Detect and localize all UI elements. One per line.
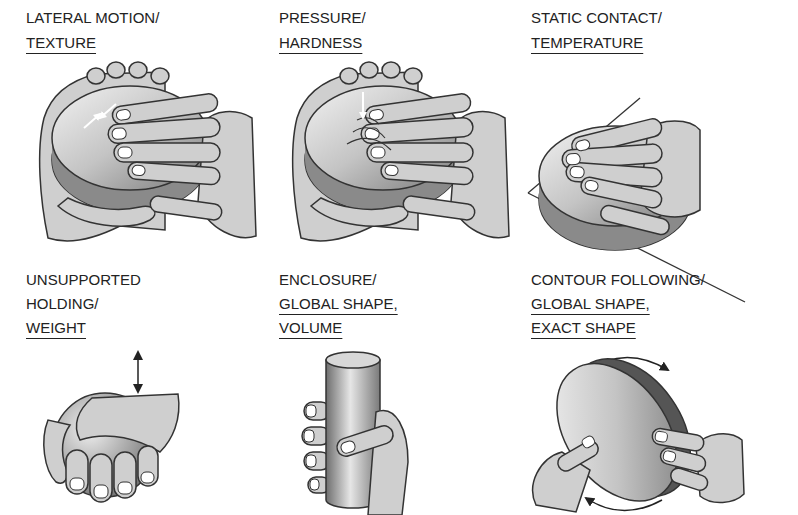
- property-label: GLOBAL SHAPE, VOLUME: [279, 292, 419, 340]
- procedure-label: ENCLOSURE/: [279, 268, 377, 292]
- procedure-label: CONTOUR FOLLOWING/: [531, 268, 705, 292]
- property-label: TEMPERATURE: [531, 31, 643, 55]
- property-label: GLOBAL SHAPE, EXACT SHAPE: [531, 292, 671, 340]
- procedure-label: STATIC CONTACT/: [531, 6, 662, 30]
- pressure-hands: [293, 62, 509, 241]
- procedure-label: LATERAL MOTION/: [26, 6, 159, 30]
- static-contact-hand: [528, 98, 745, 302]
- holding-hand: [44, 352, 179, 502]
- property-label: WEIGHT: [26, 316, 86, 340]
- procedure-label: UNSUPPORTED HOLDING/: [26, 268, 166, 316]
- contour-hands: [532, 333, 744, 515]
- procedure-label: PRESSURE/: [279, 6, 366, 30]
- property-label: HARDNESS: [279, 31, 362, 55]
- enclosure-hand: [302, 352, 408, 515]
- lateral-motion-hands: [40, 62, 256, 241]
- property-label: TEXTURE: [26, 31, 96, 55]
